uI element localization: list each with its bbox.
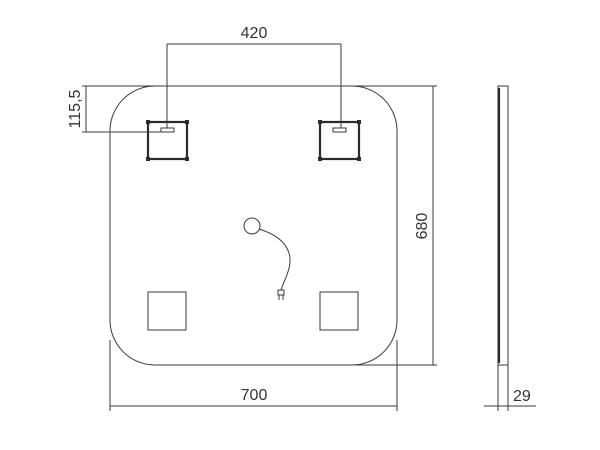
dimension-depth: 29 — [484, 365, 536, 411]
lower-pad-left — [147, 291, 187, 331]
mounting-bracket-right — [318, 120, 361, 161]
dimension-width: 700 — [109, 340, 398, 411]
dimension-label-width: 700 — [241, 387, 268, 404]
power-cable — [243, 217, 291, 300]
mirror-side-view — [497, 85, 509, 366]
dimension-label-height: 680 — [414, 213, 431, 240]
dimension-top-offset: 115,5 — [67, 85, 167, 133]
dimension-label-depth: 29 — [513, 388, 531, 405]
dimension-bracket-spacing: 420 — [166, 25, 342, 128]
dimension-label-top-offset: 115,5 — [67, 89, 84, 128]
mirror-outline — [109, 85, 398, 366]
dimension-label-bracket-spacing: 420 — [241, 25, 268, 42]
dimension-height: 680 — [355, 85, 437, 366]
lower-pad-right — [319, 291, 359, 331]
